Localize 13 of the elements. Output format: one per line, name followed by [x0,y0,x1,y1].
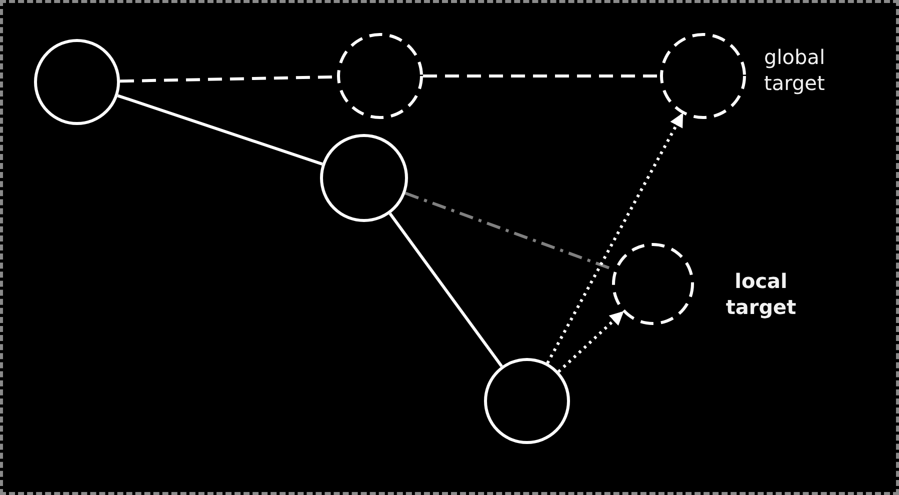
node-caption: global target [764,44,826,96]
dotted-arrow [557,310,624,373]
solid-line [388,212,503,368]
circle-node [320,134,408,222]
node-caption: local target [724,268,798,320]
dashed-circle-node [337,33,423,119]
dotted-arrow [546,112,684,364]
circle-node [484,358,570,444]
dashed-circle-node [612,243,694,325]
solid-line [117,94,323,166]
dashed-line [423,74,660,78]
dashed-circle-node [660,33,746,119]
circle-node [34,39,120,125]
